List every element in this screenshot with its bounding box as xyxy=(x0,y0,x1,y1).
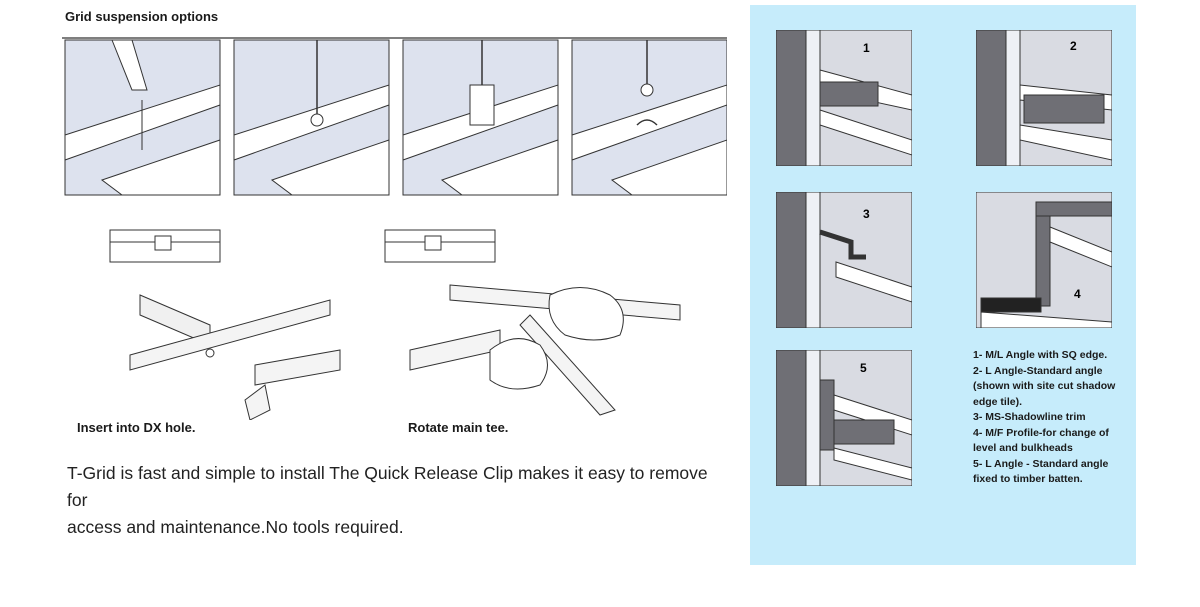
legend-line: edge tile). xyxy=(973,395,1023,408)
legend-line: fixed to timber batten. xyxy=(973,473,1083,485)
profile-number-2: 2 xyxy=(1070,39,1077,53)
profile-number-3: 3 xyxy=(863,207,870,221)
profile-box-5: 5 xyxy=(776,350,912,486)
caption-insert-dx-hole: Insert into DX hole. xyxy=(77,420,196,435)
profile-number-1: 1 xyxy=(863,41,870,55)
description-line-1: T-Grid is fast and simple to install The… xyxy=(67,463,708,510)
legend-line: 2- L Angle-Standard angle xyxy=(973,364,1103,377)
legend-line: (shown with site cut shadow xyxy=(973,380,1116,392)
profile-number-5: 5 xyxy=(860,361,867,375)
profile-number-4: 4 xyxy=(1074,287,1081,301)
insert-dx-hole-illustration xyxy=(109,229,341,420)
profile-box-2: 2 xyxy=(976,30,1112,166)
description-line-2: access and maintenance.No tools required… xyxy=(67,517,404,537)
suspension-panel-2 xyxy=(233,39,390,196)
profile-box-4: 4 xyxy=(976,192,1112,328)
suspension-panel-4 xyxy=(571,39,727,196)
suspension-panel-3 xyxy=(402,39,559,196)
legend-line: 3- MS-Shadowline trim xyxy=(973,411,1086,423)
legend-line: 5- L Angle - Standard angle xyxy=(973,457,1109,470)
description-text: T-Grid is fast and simple to install The… xyxy=(67,460,727,541)
page-title: Grid suspension options xyxy=(65,9,219,24)
profile-legend: 1- M/L Angle with SQ edge. 2- L Angle-St… xyxy=(973,348,1133,488)
caption-rotate-main-tee: Rotate main tee. xyxy=(408,420,509,435)
rotate-main-tee-illustration xyxy=(384,229,681,416)
legend-line: 4- M/F Profile-for change of xyxy=(973,426,1109,439)
suspension-panel-1 xyxy=(64,39,221,196)
legend-line: level and bulkheads xyxy=(973,442,1073,454)
suspension-options-strip xyxy=(62,37,727,196)
profile-box-1: 1 xyxy=(776,30,912,166)
legend-line: 1- M/L Angle with SQ edge. xyxy=(973,349,1108,361)
profile-box-3: 3 xyxy=(776,192,912,328)
